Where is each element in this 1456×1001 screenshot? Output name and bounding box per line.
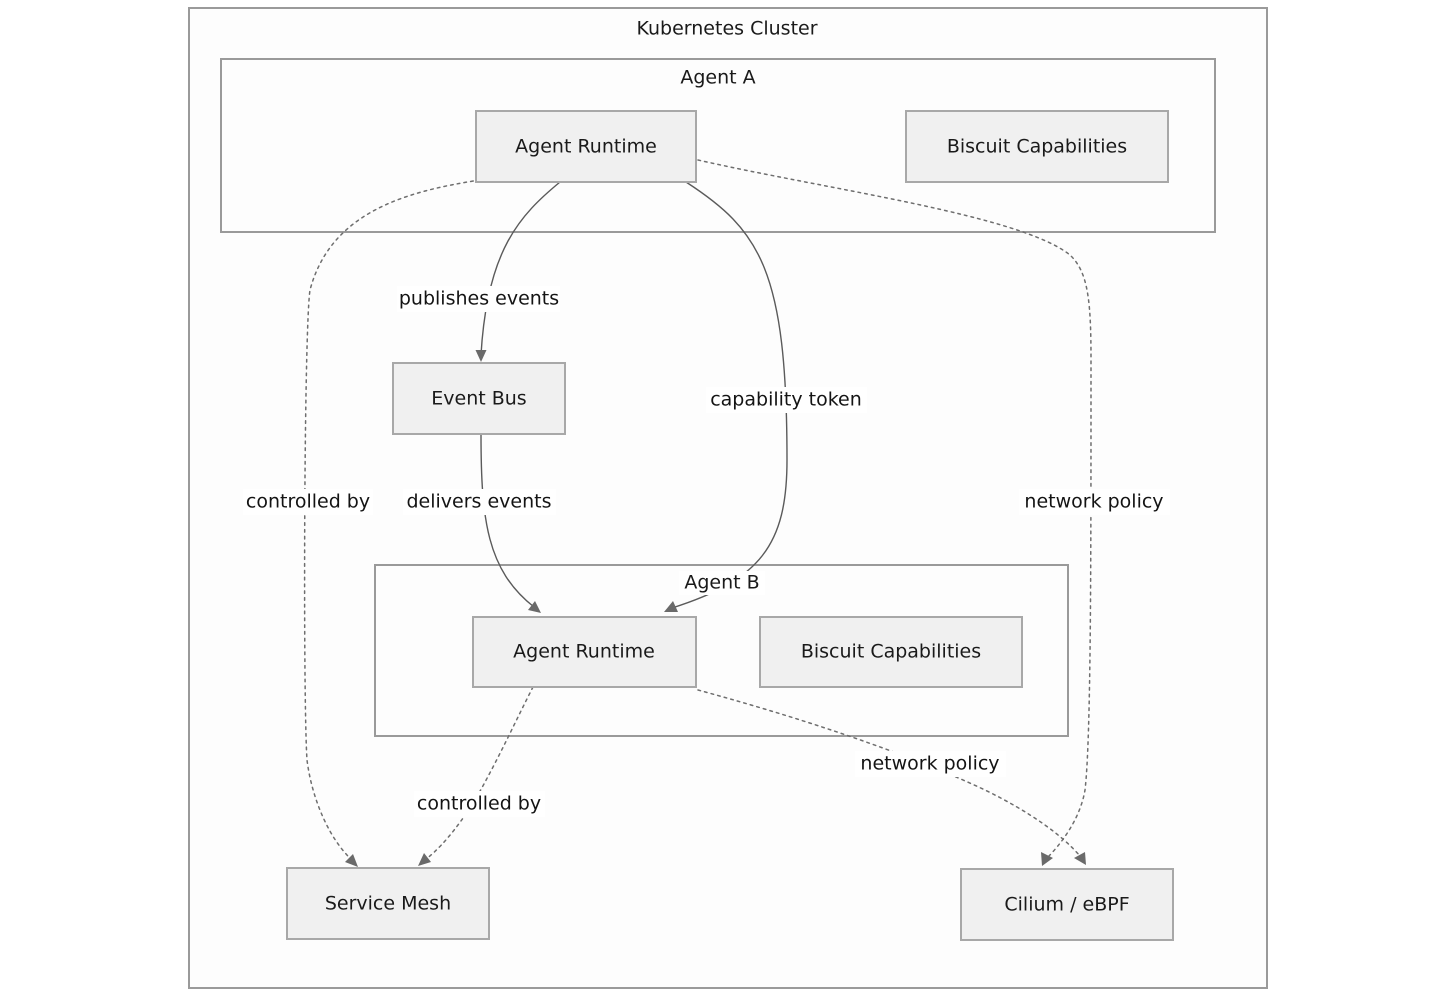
agent-a-runtime-label: Agent Runtime — [515, 136, 657, 158]
edge-delivers-events — [480, 433, 541, 613]
edge-label-capability-token: capability token — [706, 387, 867, 413]
edge-network-policy-a-path — [697, 159, 1092, 859]
edge-label-network-policy-b-text: network policy — [860, 753, 999, 775]
agent-b-title-bg — [679, 571, 765, 595]
cilium-ebpf-rect[interactable] — [960, 868, 1174, 941]
edge-label-network-policy-a-text: network policy — [1024, 491, 1163, 513]
edge-label-delivers-events-bg — [403, 489, 556, 515]
edge-controlled-by-b — [418, 686, 534, 866]
agent-b-runtime-rect[interactable] — [472, 616, 697, 688]
edge-label-capability-token-text: capability token — [710, 389, 862, 411]
edge-label-capability-token-bg — [706, 387, 867, 413]
edge-publishes-events-path — [480, 181, 561, 356]
edge-label-network-policy-b: network policy — [855, 751, 1006, 777]
agent-b-biscuit-label: Biscuit Capabilities — [801, 641, 981, 663]
edge-network-policy-a — [697, 159, 1092, 866]
edge-label-publishes-events-text: publishes events — [399, 288, 559, 310]
edge-label-publishes-events: publishes events — [397, 286, 560, 312]
edge-delivers-events-path — [480, 433, 535, 608]
node-agent-b-biscuit-capabilities[interactable]: Biscuit Capabilities — [759, 616, 1023, 688]
agent-b-title: Agent B — [684, 572, 759, 594]
node-service-mesh[interactable]: Service Mesh — [286, 867, 490, 940]
service-mesh-label: Service Mesh — [325, 893, 451, 915]
edge-label-delivers-events: delivers events — [403, 489, 556, 515]
agent-b-title-group: Agent B — [679, 571, 765, 595]
edge-publishes-events-arrowhead — [475, 350, 487, 362]
node-event-bus[interactable]: Event Bus — [392, 362, 566, 435]
node-agent-a-biscuit-capabilities[interactable]: Biscuit Capabilities — [905, 110, 1169, 183]
edge-network-policy-b — [697, 689, 1086, 865]
edge-label-network-policy-b-bg — [855, 751, 1006, 777]
edge-controlled-by-a-path — [303, 179, 481, 861]
agent-b-runtime-label: Agent Runtime — [513, 641, 655, 663]
edge-controlled-by-b-arrowhead — [418, 853, 431, 866]
agent-a-biscuit-rect[interactable] — [905, 110, 1169, 183]
edge-controlled-by-a — [303, 179, 481, 867]
edge-label-controlled-by-b: controlled by — [414, 791, 545, 817]
kubernetes-cluster-title: Kubernetes Cluster — [636, 18, 817, 40]
edge-network-policy-b-arrowhead — [1074, 852, 1086, 865]
service-mesh-rect[interactable] — [286, 867, 490, 940]
edge-label-controlled-by-a-text: controlled by — [246, 491, 370, 513]
agent-a-biscuit-label: Biscuit Capabilities — [947, 136, 1127, 158]
edge-publishes-events — [475, 181, 561, 362]
edge-label-publishes-events-bg — [397, 286, 560, 312]
node-cilium-ebpf[interactable]: Cilium / eBPF — [960, 868, 1174, 941]
agent-b-biscuit-rect[interactable] — [759, 616, 1023, 688]
edge-label-controlled-by-b-text: controlled by — [417, 793, 541, 815]
edge-capability-token-arrowhead — [664, 601, 678, 612]
cilium-ebpf-label: Cilium / eBPF — [1004, 894, 1129, 916]
agent-a-runtime-rect[interactable] — [475, 110, 697, 183]
edge-label-controlled-by-a-bg — [243, 489, 373, 515]
edge-label-controlled-by-a: controlled by — [243, 489, 373, 515]
edge-label-network-policy-a-bg — [1019, 489, 1170, 515]
edge-label-delivers-events-text: delivers events — [406, 491, 551, 513]
event-bus-label: Event Bus — [431, 388, 526, 410]
edge-delivers-events-arrowhead — [528, 601, 541, 613]
edge-network-policy-a-arrowhead — [1041, 852, 1053, 866]
edge-controlled-by-a-arrowhead — [345, 854, 358, 867]
event-bus-rect[interactable] — [392, 362, 566, 435]
edge-network-policy-b-path — [697, 689, 1081, 857]
node-agent-a-runtime[interactable]: Agent Runtime — [475, 110, 697, 183]
edge-label-controlled-by-b-bg — [414, 791, 545, 817]
edge-controlled-by-b-path — [424, 686, 534, 861]
node-agent-b-runtime[interactable]: Agent Runtime — [472, 616, 697, 688]
agent-a-title: Agent A — [680, 67, 755, 89]
edge-label-network-policy-a: network policy — [1019, 489, 1170, 515]
